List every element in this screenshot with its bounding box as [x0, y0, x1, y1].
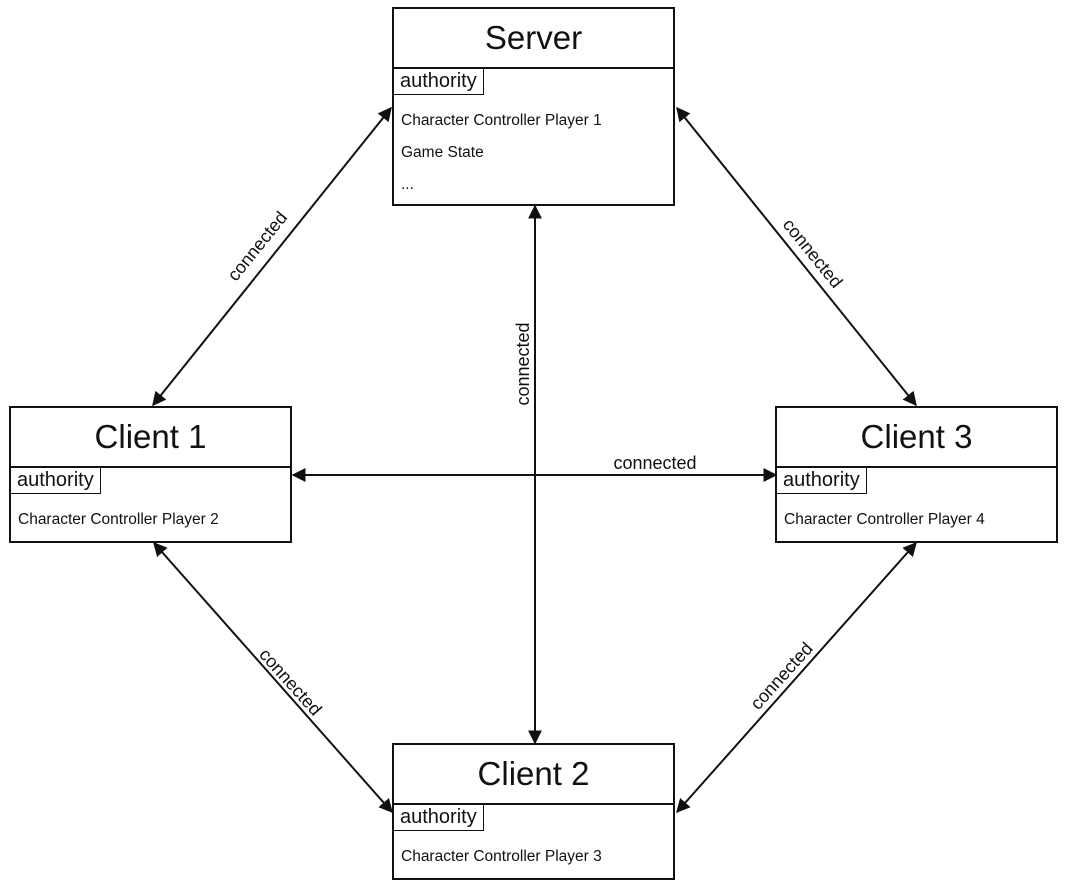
edge-server-client1: connected [152, 106, 392, 407]
server-body: authority Character Controller Player 1 … [394, 69, 673, 201]
client2-node: Client 2 authority Character Controller … [392, 743, 675, 880]
edge-server-client3: connected [676, 106, 917, 407]
client1-node: Client 1 authority Character Controller … [9, 406, 292, 543]
client1-title: Client 1 [11, 408, 290, 468]
client3-body: authority Character Controller Player 4 [777, 468, 1056, 536]
client2-items: Character Controller Player 3 [394, 831, 673, 873]
edge-server-client3-line [676, 106, 917, 407]
server-item-ellipsis: ... [401, 176, 414, 193]
server-item-character-controller: Character Controller Player 1 [401, 112, 602, 129]
server-node: Server authority Character Controller Pl… [392, 7, 675, 206]
edge-server-client1-line [152, 106, 392, 407]
edge-server-client2-label: connected [513, 322, 533, 405]
edge-client3-client2: connected [676, 541, 917, 814]
server-title: Server [394, 9, 673, 69]
edge-client3-client2-line [676, 541, 917, 814]
edge-server-client3-label: connected [779, 215, 847, 292]
server-authority-badge: authority [394, 69, 484, 95]
client2-title: Client 2 [394, 745, 673, 805]
client2-body: authority Character Controller Player 3 [394, 805, 673, 873]
edge-client1-client2: connected [153, 541, 393, 814]
edge-client1-client3: connected [291, 453, 778, 482]
client3-title: Client 3 [777, 408, 1056, 468]
client2-item-character-controller: Character Controller Player 3 [401, 848, 602, 865]
client3-node: Client 3 authority Character Controller … [775, 406, 1058, 543]
edge-client1-client2-label: connected [255, 644, 325, 719]
client1-items: Character Controller Player 2 [11, 494, 290, 536]
client2-authority-badge: authority [394, 805, 484, 831]
client3-item-character-controller: Character Controller Player 4 [784, 511, 985, 528]
client3-items: Character Controller Player 4 [777, 494, 1056, 536]
client1-item-character-controller: Character Controller Player 2 [18, 511, 219, 528]
client1-body: authority Character Controller Player 2 [11, 468, 290, 536]
edge-client1-client3-label: connected [613, 453, 696, 473]
edge-client1-client2-line [153, 541, 393, 814]
client3-authority-badge: authority [777, 468, 867, 494]
client1-authority-badge: authority [11, 468, 101, 494]
edge-client3-client2-label: connected [746, 638, 816, 713]
server-items: Character Controller Player 1 Game State… [394, 95, 673, 201]
server-item-game-state: Game State [401, 144, 484, 161]
